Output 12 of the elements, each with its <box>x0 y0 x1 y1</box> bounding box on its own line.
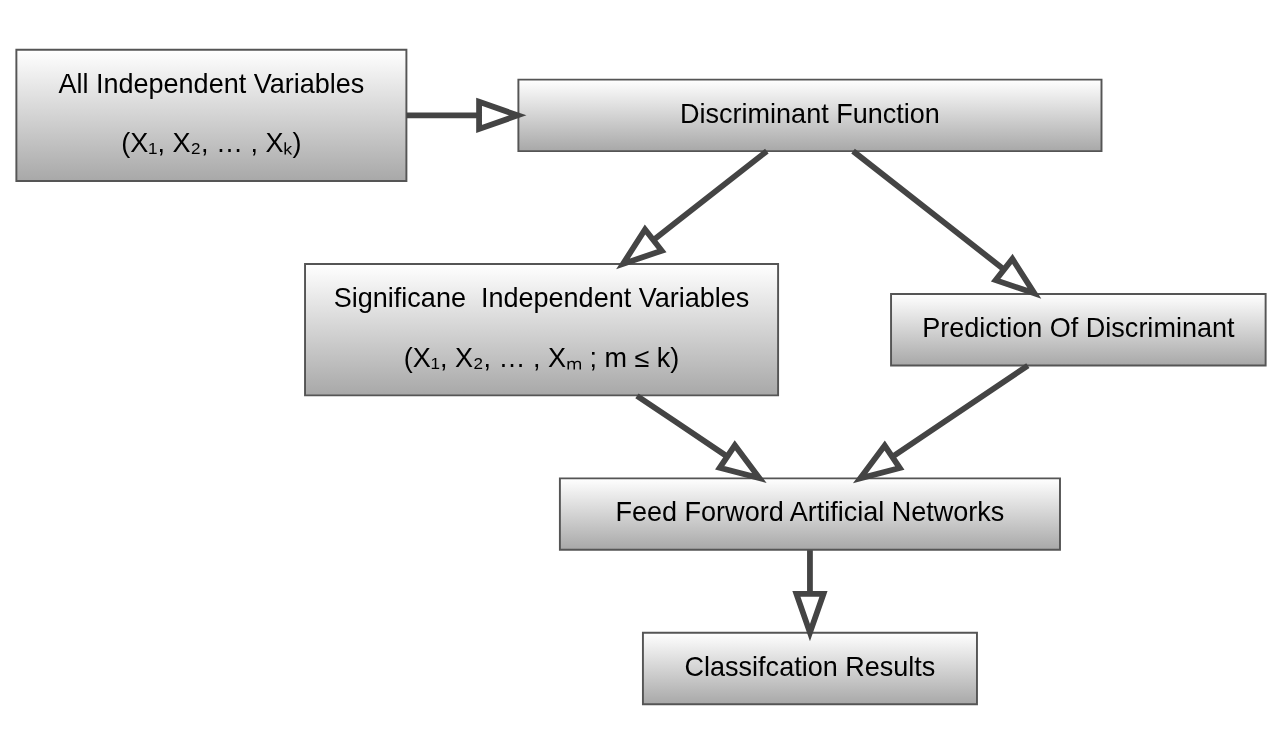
arrow <box>792 550 828 642</box>
node-box: Prediction Of Discriminant <box>890 293 1267 367</box>
arrow <box>852 363 1030 484</box>
node-box: Feed Forword Artificial Networks <box>558 477 1061 551</box>
arrow <box>406 97 527 133</box>
arrow <box>616 148 769 270</box>
node-box: Classifcation Results <box>641 631 978 706</box>
arrow <box>635 393 767 483</box>
node-box: All Independent Variables (X₁, X₂, … , Xₖ) <box>15 48 408 182</box>
node-box: Discriminant Function <box>517 78 1103 153</box>
arrow <box>851 148 1042 299</box>
node-box: Significane Independent Variables (X₁, X₂, … , Xₘ ; m ≤ k) <box>304 263 780 397</box>
